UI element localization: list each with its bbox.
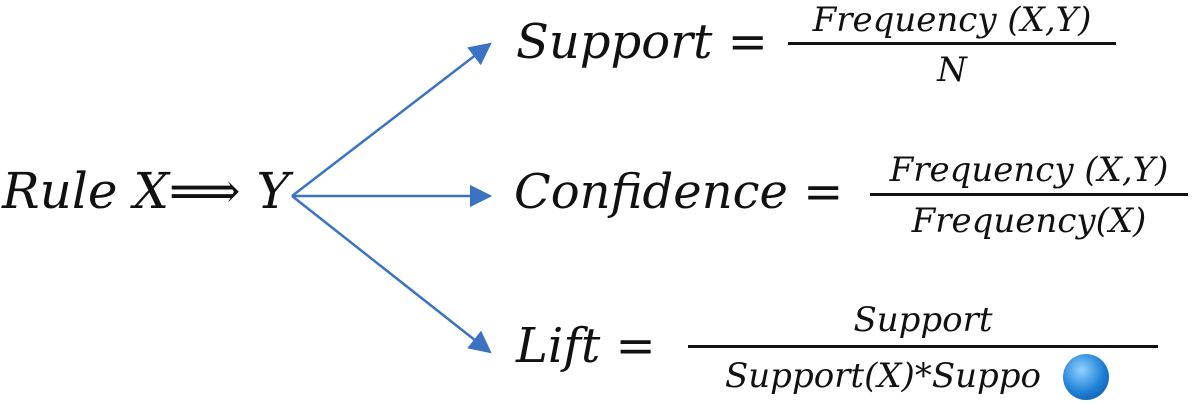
lift-denominator: Support(X)*Suppo — [724, 356, 1042, 396]
confidence-fraction-bar — [870, 193, 1188, 196]
support-denominator: N — [937, 50, 967, 90]
arrow-to-lift — [291, 195, 492, 354]
lift-fraction-bar — [688, 345, 1158, 348]
watermark — [1063, 352, 1189, 402]
lift-lhs: Lift = — [516, 318, 656, 374]
support-fraction-bar — [788, 42, 1116, 45]
support-numerator: Frequency (X,Y) — [812, 0, 1092, 40]
globe-logo-icon — [1063, 354, 1109, 400]
confidence-numerator: Frequency (X,Y) — [889, 150, 1169, 190]
arrow-to-support — [291, 42, 492, 197]
confidence-denominator: Frequency(X) — [911, 201, 1147, 241]
confidence-lhs: Confidence = — [514, 164, 844, 220]
rule-label: Rule X⟹ Y — [2, 162, 290, 220]
lift-numerator: Support — [853, 300, 993, 340]
support-lhs: Support = — [516, 14, 768, 70]
